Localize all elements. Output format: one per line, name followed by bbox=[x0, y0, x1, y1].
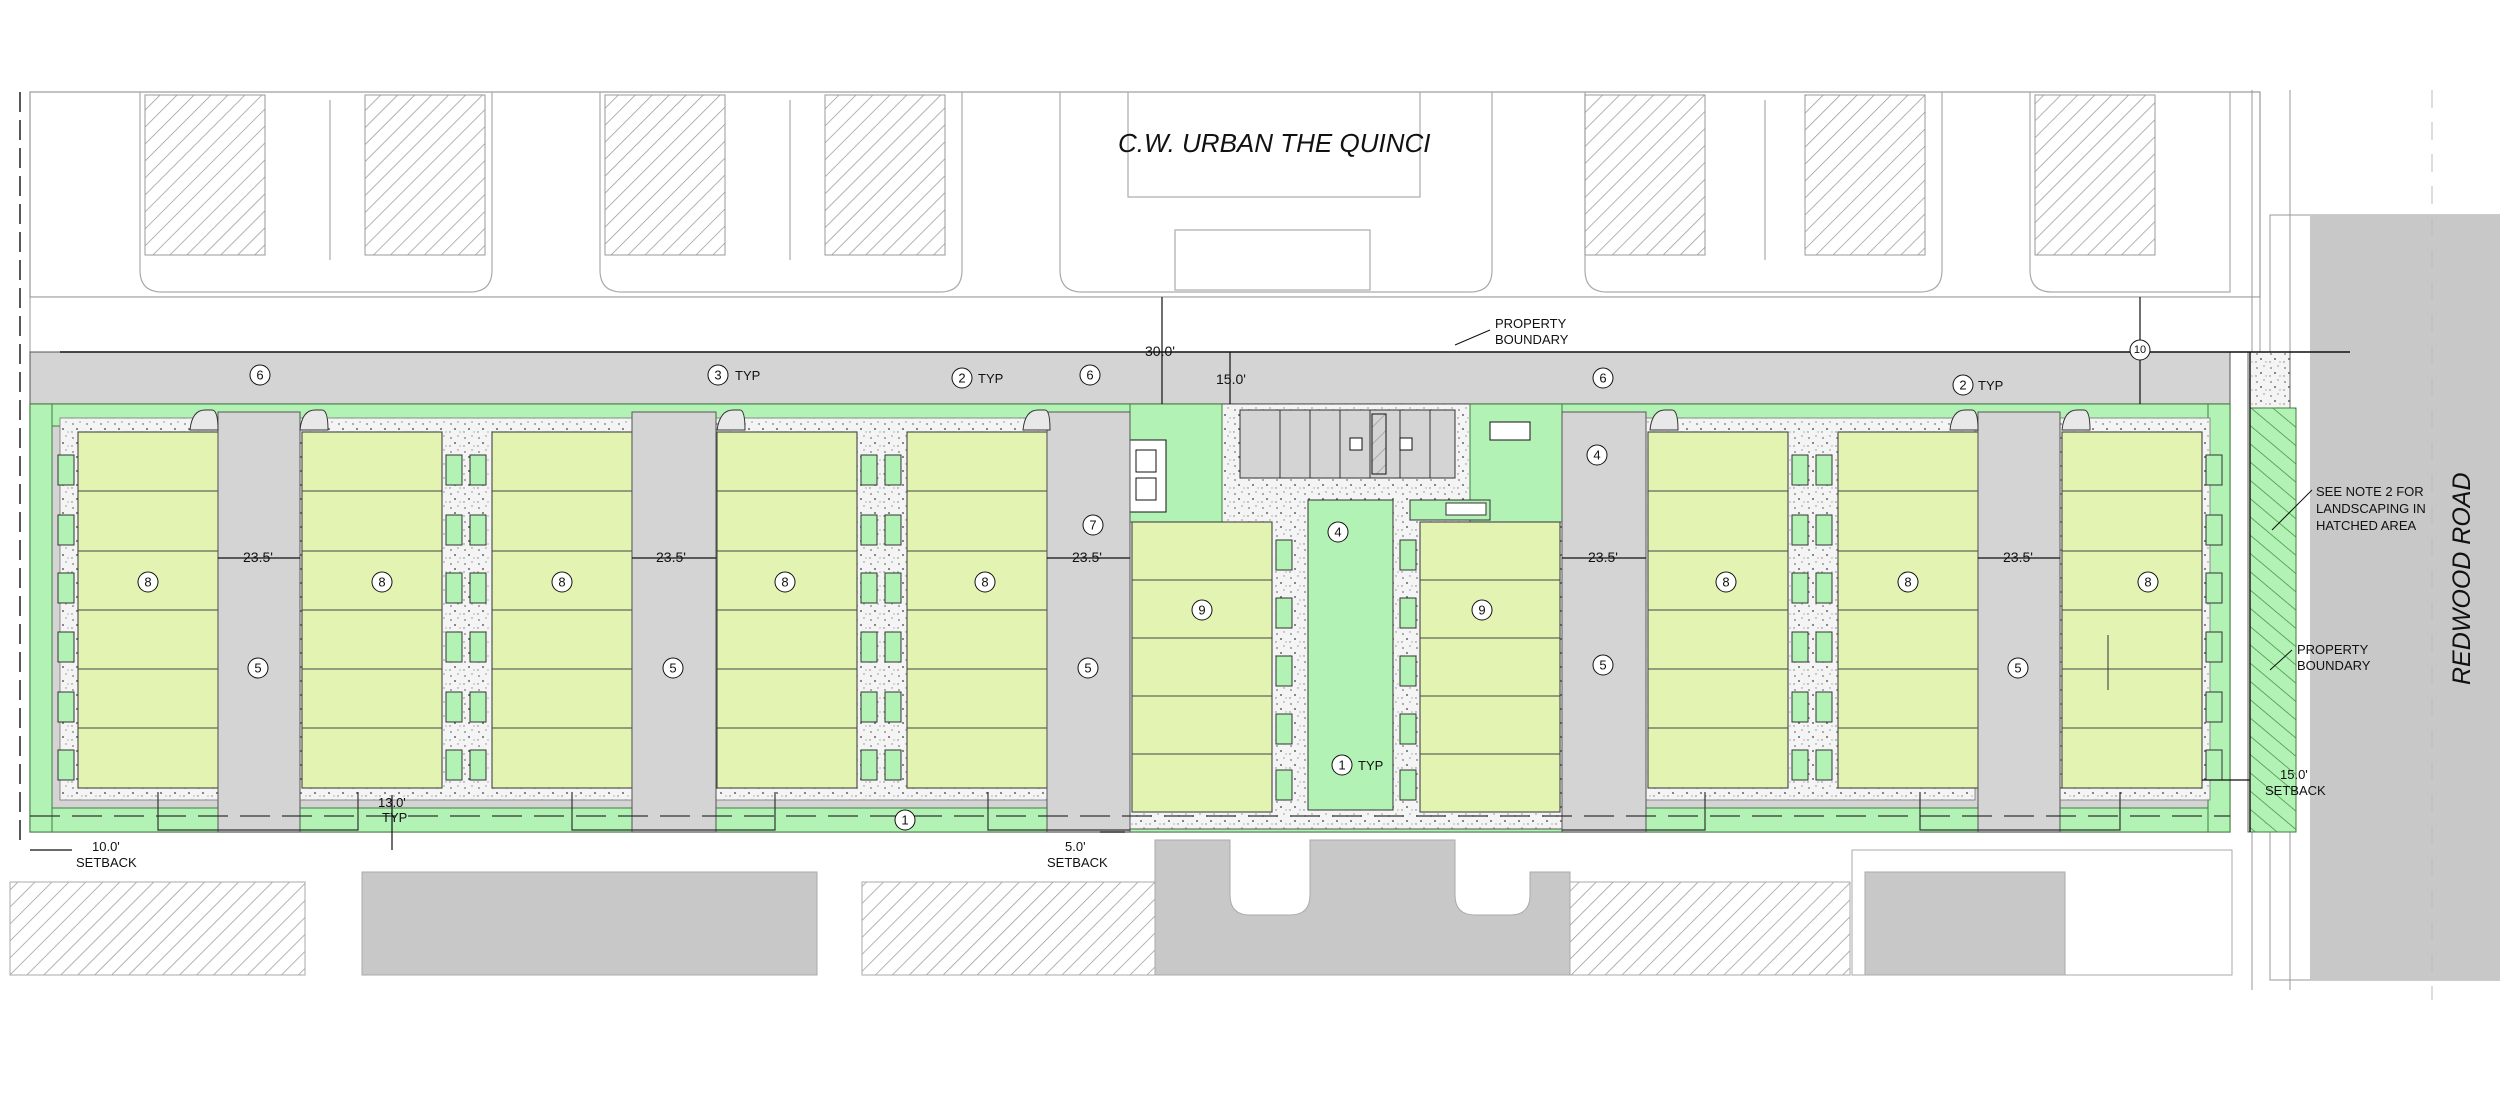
svg-text:2: 2 bbox=[958, 371, 965, 386]
svg-text:5: 5 bbox=[2014, 661, 2021, 676]
svg-text:7: 7 bbox=[1089, 518, 1096, 533]
note-property-boundary-top: PROPERTY BOUNDARY bbox=[1454, 316, 1569, 347]
svg-text:SETBACK: SETBACK bbox=[1047, 855, 1108, 870]
curb-bulbs bbox=[189, 409, 2091, 431]
note-property-boundary-right: PROPERTY BOUNDARY bbox=[2269, 642, 2371, 673]
svg-text:SETBACK: SETBACK bbox=[76, 855, 137, 870]
note-typ-13: 13.0' TYP bbox=[378, 795, 407, 825]
dim-aisle-1: 23.5' bbox=[243, 549, 273, 565]
property-boundary-line bbox=[19, 92, 2350, 840]
typ-label-2b: TYP bbox=[1978, 378, 2003, 393]
note-setback-5: 5.0' SETBACK bbox=[1047, 839, 1108, 870]
svg-text:TYP: TYP bbox=[382, 810, 407, 825]
svg-text:SEE NOTE 2 FOR: SEE NOTE 2 FOR bbox=[2316, 484, 2424, 499]
building-5 bbox=[906, 431, 1048, 789]
svg-text:4: 4 bbox=[1334, 525, 1341, 540]
note-setback-15: 15.0' SETBACK bbox=[2265, 767, 2326, 798]
neighbor-development bbox=[29, 91, 2261, 353]
note-see-note-2: SEE NOTE 2 FOR LANDSCAPING IN HATCHED AR… bbox=[2271, 484, 2426, 533]
svg-text:10.0': 10.0' bbox=[92, 839, 120, 854]
typ-label-3: TYP bbox=[735, 368, 760, 383]
dim-15: 15.0' bbox=[1216, 371, 1246, 387]
svg-text:2: 2 bbox=[1959, 378, 1966, 393]
key-markers bbox=[137, 339, 2159, 831]
neighbor-development-south bbox=[9, 839, 2233, 976]
svg-text:PROPERTY: PROPERTY bbox=[2297, 642, 2369, 657]
note-setback-10: 10.0' SETBACK bbox=[76, 839, 137, 870]
svg-text:SETBACK: SETBACK bbox=[2265, 783, 2326, 798]
svg-text:9: 9 bbox=[1198, 603, 1205, 618]
svg-text:1: 1 bbox=[901, 813, 908, 828]
building-7 bbox=[1837, 431, 1979, 789]
dim-aisle-4: 23.5' bbox=[1588, 549, 1618, 565]
svg-text:LANDSCAPING IN: LANDSCAPING IN bbox=[2316, 501, 2426, 516]
svg-text:5: 5 bbox=[1084, 661, 1091, 676]
dimension-lines bbox=[30, 297, 2250, 851]
svg-text:13.0': 13.0' bbox=[378, 795, 406, 810]
svg-text:8: 8 bbox=[2144, 575, 2151, 590]
redwood-road bbox=[2251, 90, 2500, 1000]
svg-text:1: 1 bbox=[1338, 758, 1345, 773]
building-2 bbox=[301, 431, 443, 789]
svg-text:8: 8 bbox=[1722, 575, 1729, 590]
svg-text:8: 8 bbox=[981, 575, 988, 590]
svg-text:4: 4 bbox=[1593, 448, 1600, 463]
dim-aisle-5: 23.5' bbox=[2003, 549, 2033, 565]
typ-label-1: TYP bbox=[1358, 758, 1383, 773]
dim-30: 30.0' bbox=[1145, 343, 1175, 359]
svg-text:8: 8 bbox=[378, 575, 385, 590]
svg-text:3: 3 bbox=[714, 368, 721, 383]
dim-aisle-2: 23.5' bbox=[656, 549, 686, 565]
building-9-east bbox=[1419, 521, 1561, 813]
building-4 bbox=[716, 431, 858, 789]
svg-text:BOUNDARY: BOUNDARY bbox=[2297, 658, 2371, 673]
svg-text:HATCHED AREA: HATCHED AREA bbox=[2316, 518, 2416, 533]
svg-text:8: 8 bbox=[781, 575, 788, 590]
svg-text:5: 5 bbox=[1599, 658, 1606, 673]
dim-aisle-3: 23.5' bbox=[1072, 549, 1102, 565]
svg-text:PROPERTY: PROPERTY bbox=[1495, 316, 1567, 331]
road-label: REDWOOD ROAD bbox=[2448, 473, 2476, 686]
svg-text:8: 8 bbox=[558, 575, 565, 590]
svg-text:10: 10 bbox=[2134, 344, 2146, 356]
svg-text:5.0': 5.0' bbox=[1065, 839, 1086, 854]
svg-text:6: 6 bbox=[1086, 368, 1093, 383]
building-1 bbox=[77, 431, 219, 789]
typ-label-2a: TYP bbox=[978, 371, 1003, 386]
svg-text:BOUNDARY: BOUNDARY bbox=[1495, 332, 1569, 347]
building-8 bbox=[2061, 431, 2203, 789]
building-6 bbox=[1647, 431, 1789, 789]
building-9-west bbox=[1131, 521, 1273, 813]
svg-text:8: 8 bbox=[1904, 575, 1911, 590]
svg-text:6: 6 bbox=[256, 368, 263, 383]
svg-text:5: 5 bbox=[669, 661, 676, 676]
key-labels: 6 6 6 3 2 2 10 5 5 5 5 5 8 8 8 8 8 8 8 8… bbox=[144, 344, 2151, 828]
svg-text:8: 8 bbox=[144, 575, 151, 590]
plan-title: C.W. URBAN THE QUINCI bbox=[1118, 128, 1430, 158]
buildings bbox=[77, 431, 2203, 813]
svg-text:5: 5 bbox=[254, 661, 261, 676]
drive-aisles bbox=[217, 411, 2061, 833]
svg-text:9: 9 bbox=[1478, 603, 1485, 618]
svg-text:15.0': 15.0' bbox=[2280, 767, 2308, 782]
south-edge bbox=[30, 792, 2230, 831]
entry-stoops bbox=[57, 454, 2223, 801]
building-3 bbox=[491, 431, 633, 789]
svg-text:6: 6 bbox=[1599, 371, 1606, 386]
